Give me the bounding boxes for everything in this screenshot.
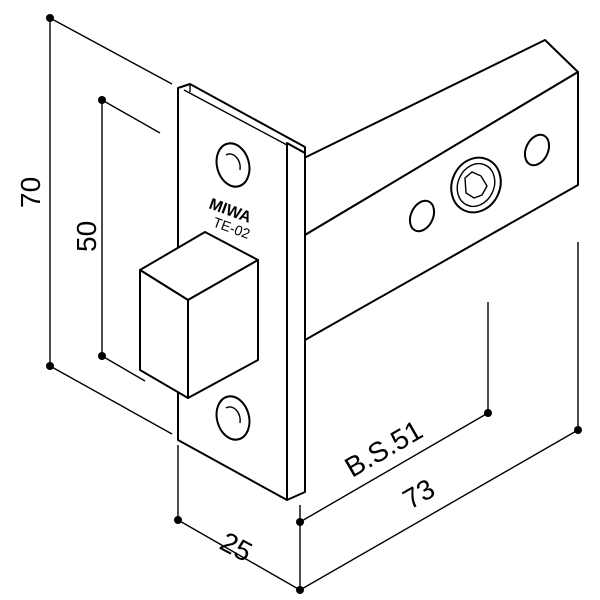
dimension-73-label: 73 xyxy=(398,473,440,515)
latch-side xyxy=(187,259,259,399)
screw-hole-bottom xyxy=(215,395,251,441)
dimension-50-label: 50 xyxy=(71,221,102,252)
latch-bolt xyxy=(139,231,259,399)
case-hole-left xyxy=(408,199,436,233)
dimension-50: 50 xyxy=(71,96,161,382)
screw-hole-top xyxy=(215,142,251,188)
lock-case xyxy=(299,39,579,341)
case-hole-right xyxy=(523,133,551,167)
spindle-hole xyxy=(450,156,502,214)
dimension-70-label: 70 xyxy=(15,177,46,208)
faceplate-edge xyxy=(286,142,306,501)
dimension-70: 70 xyxy=(15,14,173,435)
dimension-backset: B.S.51 xyxy=(296,302,492,526)
